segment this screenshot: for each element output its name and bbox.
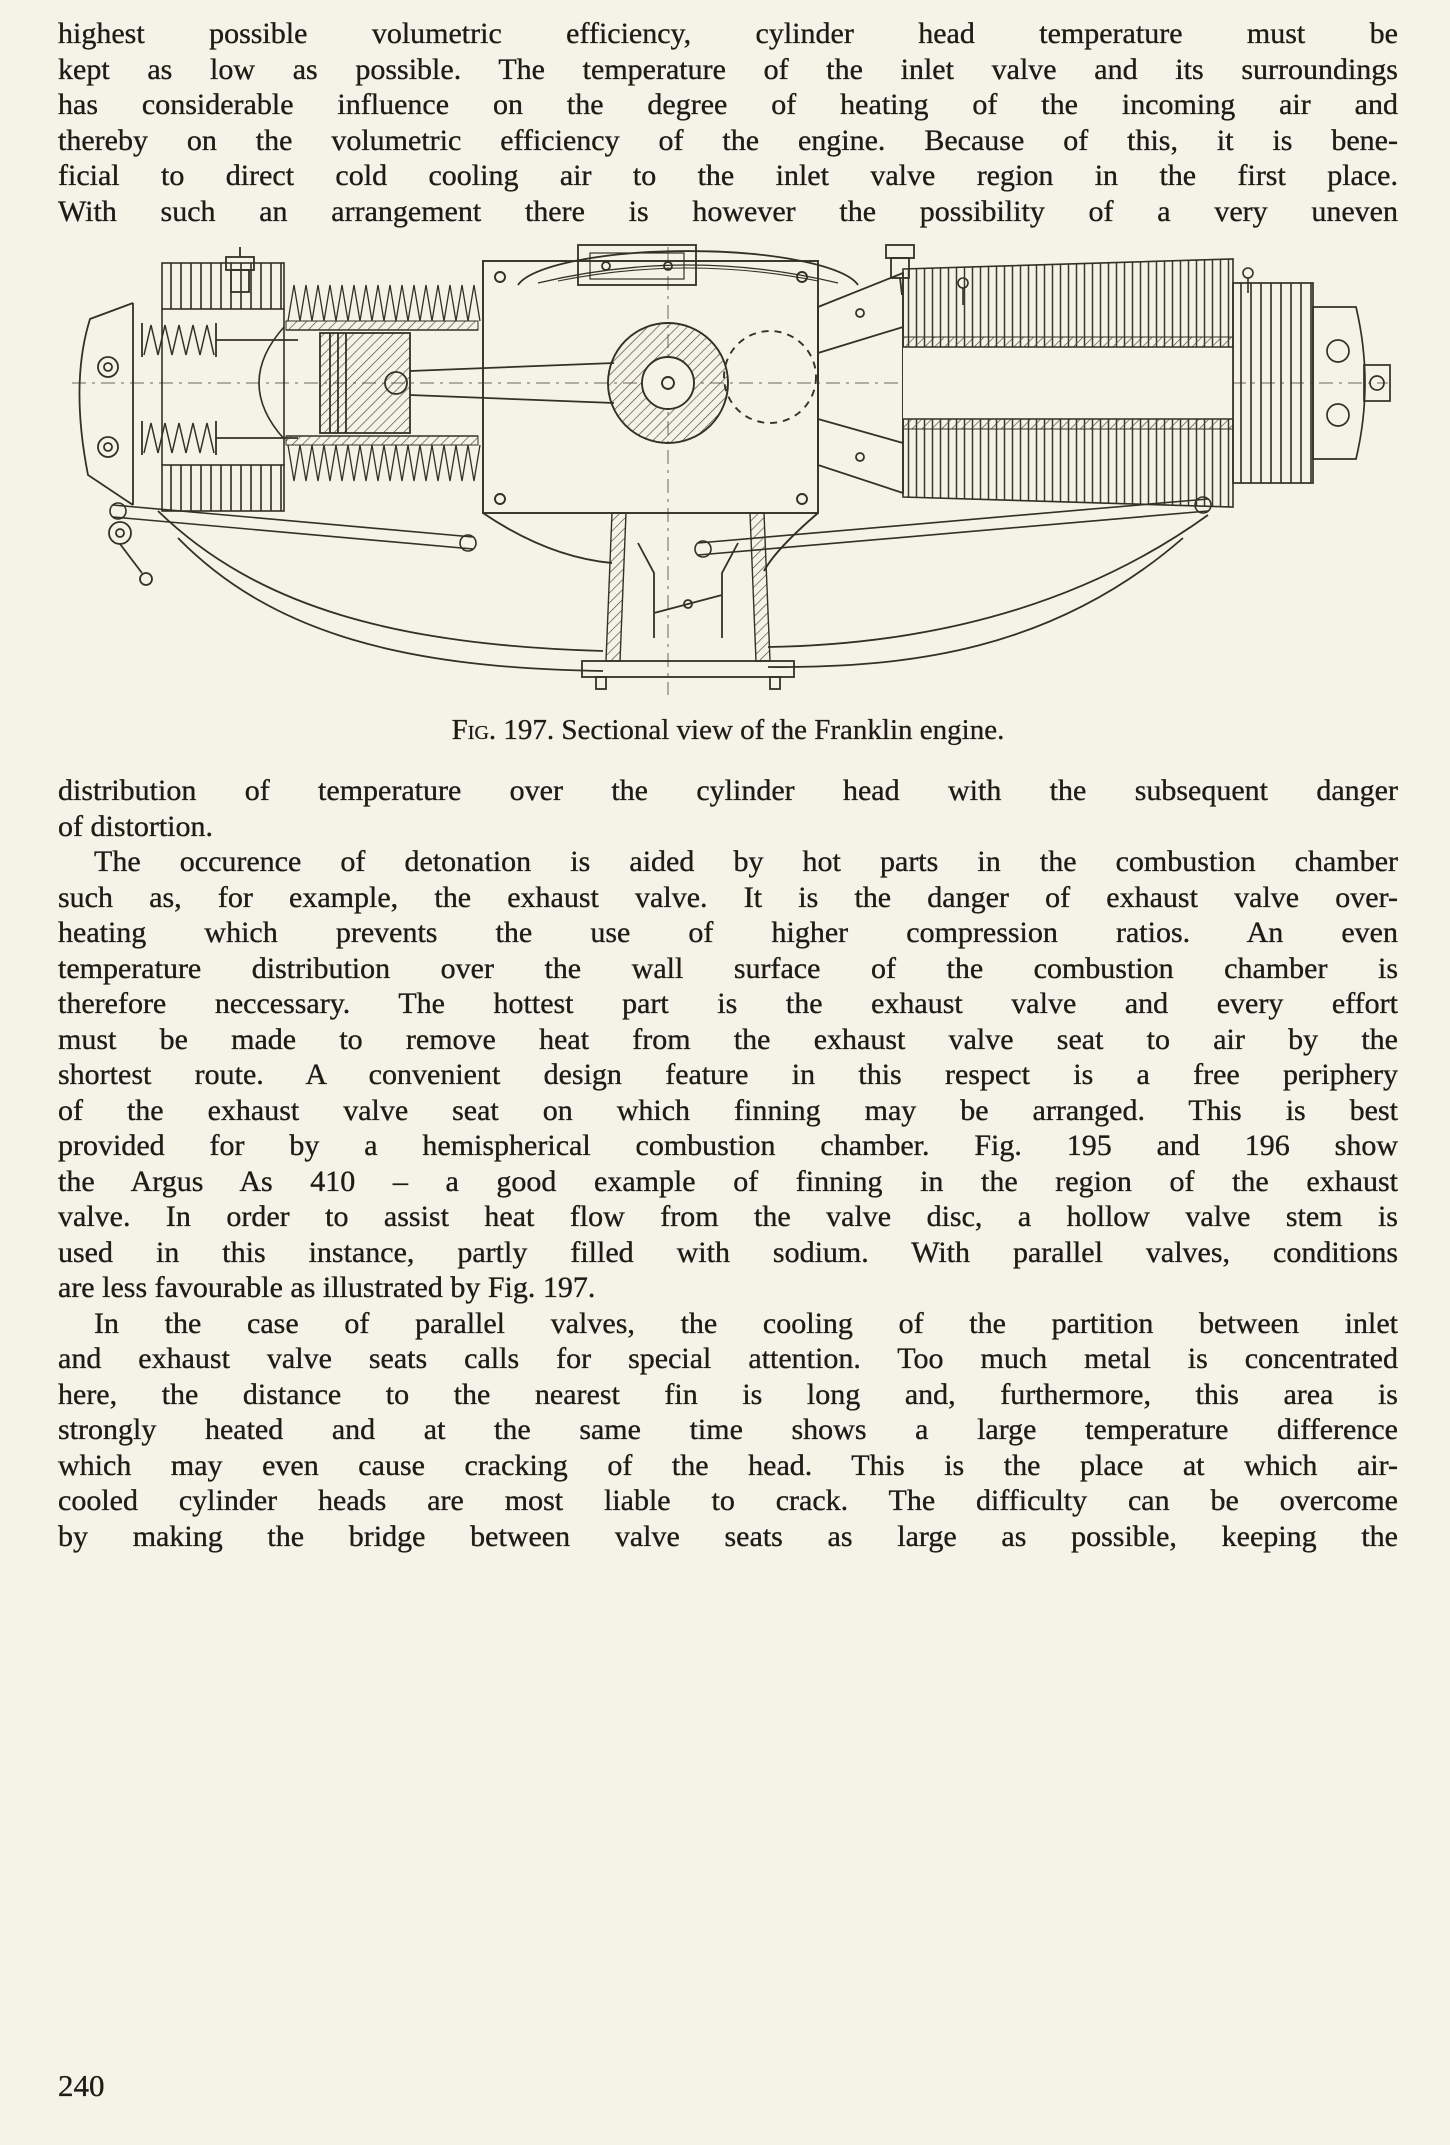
text-line: which may even cause cracking of the hea…	[58, 1448, 1398, 1482]
text-line: strongly heated and at the same time sho…	[58, 1413, 1398, 1446]
valve-gear-left	[78, 302, 298, 586]
spark-plug-right	[885, 244, 915, 296]
text-line: of the exhaust valve seat on which finni…	[58, 1093, 1398, 1127]
figure-caption: Fig. 197. Sectional view of the Franklin…	[58, 713, 1398, 747]
cylinder-left	[161, 262, 481, 512]
text-line: provided for by a hemispherical combusti…	[58, 1129, 1398, 1162]
crankcase	[482, 260, 819, 572]
text-line: With such an arrangement there is howeve…	[58, 194, 1398, 228]
text-line: are less favourable as illustrated by Fi…	[58, 1271, 596, 1304]
text-line: cooled cylinder heads are most liable to…	[58, 1484, 1398, 1517]
paragraph-3: The occurence of detonation is aided by …	[58, 844, 1398, 1306]
paragraph-1: highest possible volumetric efficiency, …	[58, 16, 1398, 229]
text-line: thereby on the volumetric efficiency of …	[58, 123, 1398, 157]
text-line: shortest route. A convenient design feat…	[58, 1058, 1398, 1091]
text-line: ficial to direct cold cooling air to the…	[58, 159, 1398, 192]
text-line: therefore neccessary. The hottest part i…	[58, 987, 1398, 1020]
text-line: kept as low as possible. The temperature…	[58, 52, 1398, 86]
text-line: The occurence of detonation is aided by …	[94, 845, 1398, 878]
text-line: heating which prevents the use of higher…	[58, 916, 1398, 949]
piston-and-rod	[319, 332, 615, 434]
text-line: valve. In order to assist heat flow from…	[58, 1200, 1398, 1233]
crankpin-dashed	[723, 330, 817, 424]
text-line: In the case of parallel valves, the cool…	[94, 1306, 1398, 1340]
text-line: highest possible volumetric efficiency, …	[58, 17, 1398, 50]
centerlines	[72, 247, 1388, 695]
text-line: used in this instance, partly filled wit…	[58, 1235, 1398, 1269]
text-line: the Argus As 410 – a good example of fin…	[58, 1164, 1398, 1198]
page-number: 240	[58, 2068, 105, 2103]
text-line: and exhaust valve seats calls for specia…	[58, 1342, 1398, 1375]
figure-caption-label: Fig. 197.	[451, 714, 555, 746]
engine-sectional-drawing	[72, 244, 1391, 695]
carburetor-box	[577, 244, 697, 286]
pushrod-tube-left	[109, 502, 477, 552]
paragraph-4: In the case of parallel valves, the cool…	[58, 1306, 1398, 1555]
pushrod-tube-right	[694, 496, 1212, 558]
text-line: must be made to remove heat from the exh…	[58, 1022, 1398, 1056]
cylinder-right	[902, 258, 1254, 508]
intake-manifold	[157, 510, 1209, 690]
paragraph-2: distribution of temperature over the cyl…	[58, 773, 1398, 844]
figure-caption-text: Sectional view of the Franklin engine.	[554, 714, 1005, 746]
text-line: has considerable influence on the degree…	[58, 88, 1398, 121]
text-line: here, the distance to the nearest fin is…	[58, 1377, 1398, 1411]
blower-housing	[517, 244, 859, 286]
text-line: distribution of temperature over the cyl…	[58, 774, 1398, 807]
text-line: of distortion.	[58, 809, 213, 843]
body-text: highest possible volumetric efficiency, …	[58, 16, 1398, 1554]
text-line: by making the bridge between valve seats…	[58, 1519, 1398, 1553]
text-line: such as, for example, the exhaust valve.…	[58, 880, 1398, 914]
figure-197: Fig. 197. Sectional view of the Franklin…	[58, 243, 1398, 747]
valve-cover-right	[1232, 282, 1391, 484]
text-line: temperature distribution over the wall s…	[58, 951, 1398, 985]
